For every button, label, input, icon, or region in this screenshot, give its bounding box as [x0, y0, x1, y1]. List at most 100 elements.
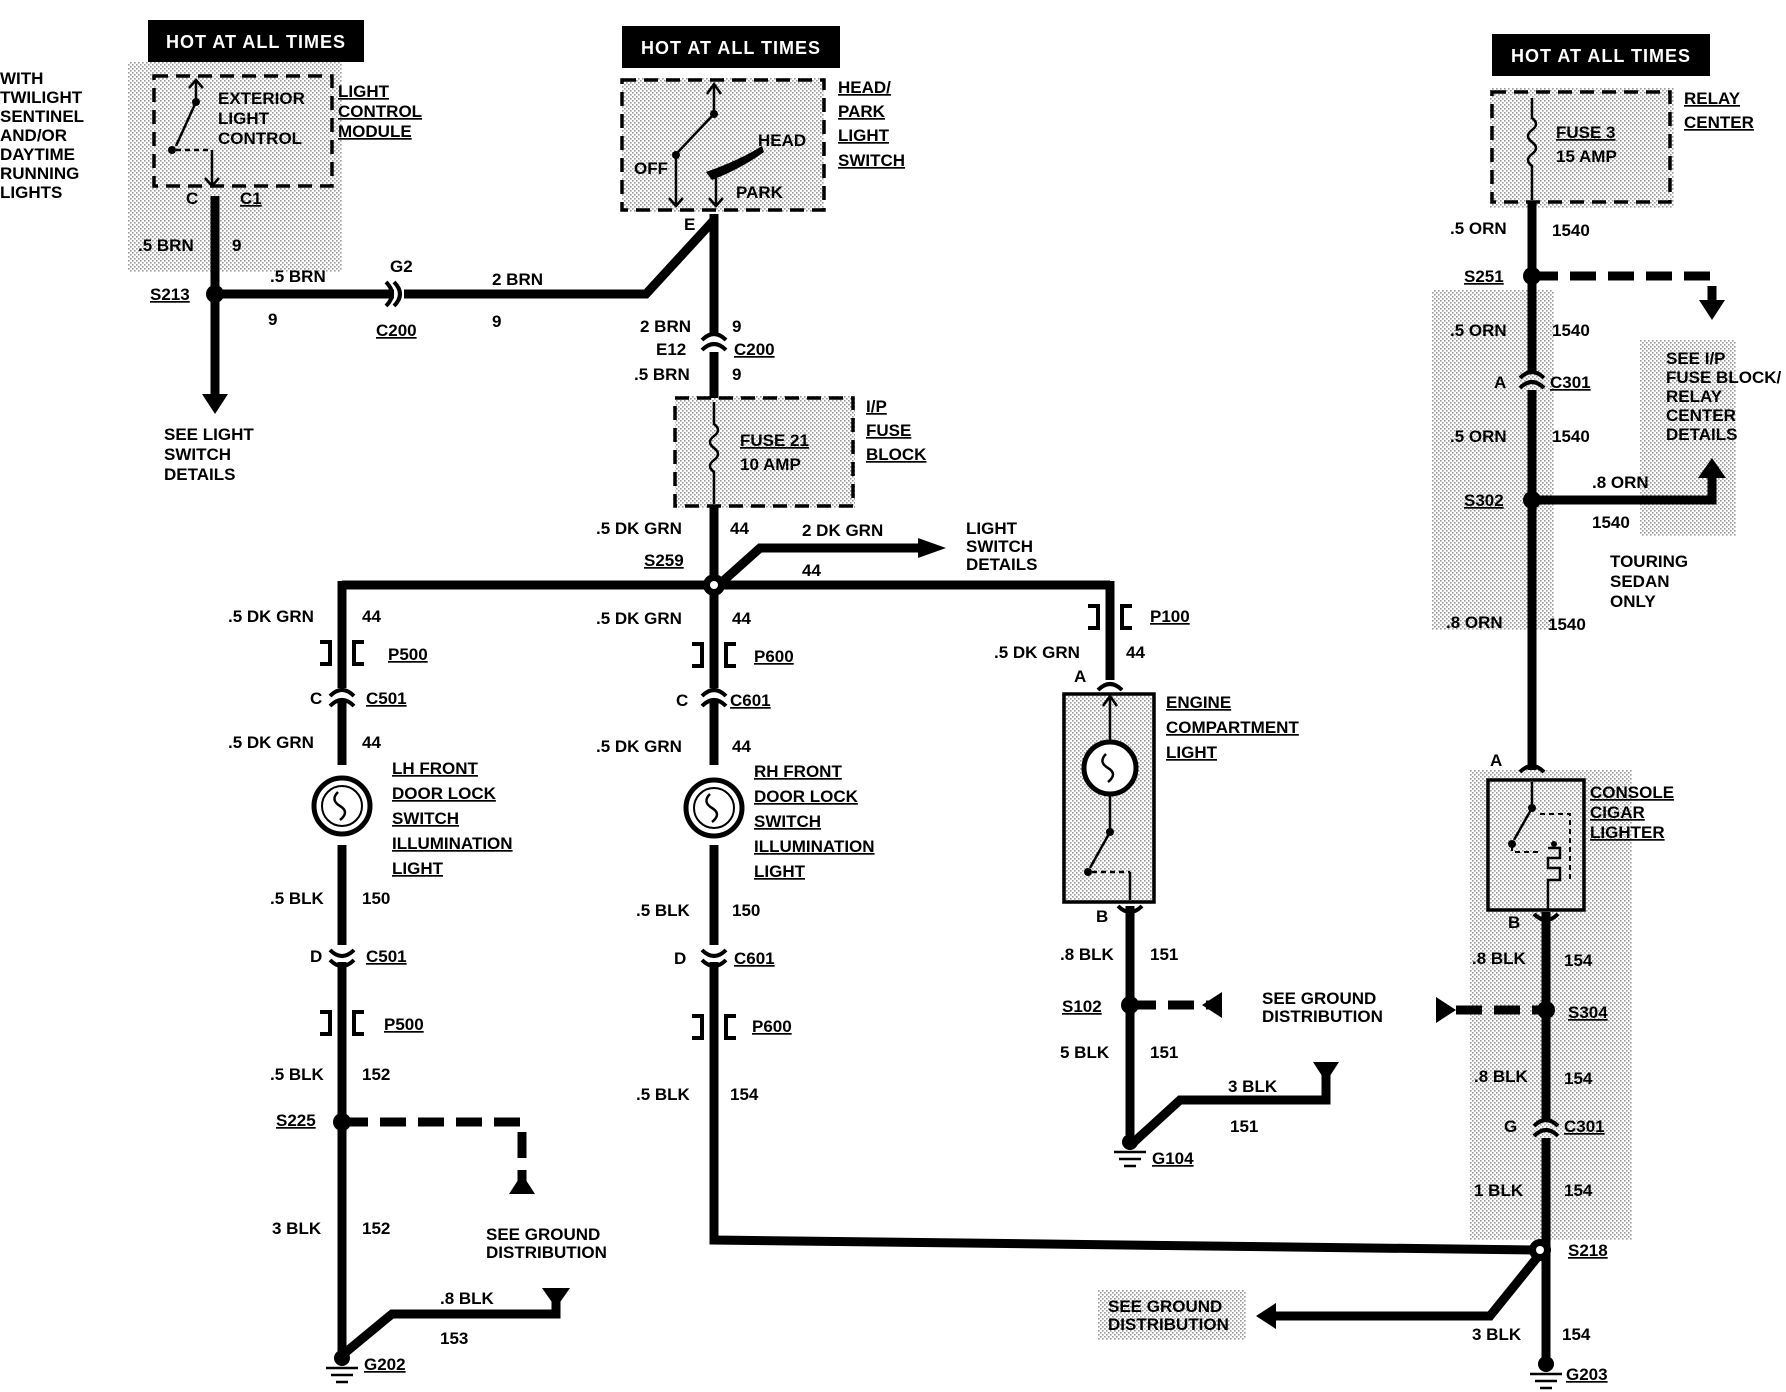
switch-park-label: PARK — [736, 183, 784, 202]
svg-text:LIGHT: LIGHT — [392, 859, 444, 878]
svg-text:DOOR LOCK: DOOR LOCK — [754, 787, 859, 806]
svg-text:3 BLK: 3 BLK — [1228, 1077, 1278, 1096]
svg-text:LIGHT: LIGHT — [966, 519, 1018, 538]
splice-labels: S213 S259 S225 S102 S251 S302 S304 S218 — [150, 267, 1608, 1260]
svg-text:.8 BLK: .8 BLK — [1474, 1067, 1529, 1086]
ground-g104 — [1114, 1134, 1146, 1168]
svg-text:RELAY: RELAY — [1684, 89, 1741, 108]
see-ip-fuse-note: SEE I/P FUSE BLOCK/ RELAY CENTER DETAILS — [1666, 349, 1782, 444]
hot-header-2-text: HOT AT ALL TIMES — [641, 38, 821, 58]
svg-text:C501: C501 — [366, 947, 407, 966]
svg-text:C501: C501 — [366, 689, 407, 708]
svg-text:.8 BLK: .8 BLK — [1060, 945, 1115, 964]
wire-s251-ip-fuse — [1532, 271, 1717, 300]
svg-text:DETAILS: DETAILS — [1666, 425, 1737, 444]
svg-text:LIGHT: LIGHT — [754, 862, 806, 881]
svg-text:2 BRN: 2 BRN — [640, 317, 691, 336]
svg-text:SWITCH: SWITCH — [838, 151, 905, 170]
rh-door-lock-lamp — [683, 777, 745, 839]
exterior-light-control-box — [152, 74, 334, 188]
svg-text:TWILIGHT: TWILIGHT — [0, 88, 83, 107]
svg-text:S225: S225 — [276, 1111, 316, 1130]
svg-text:SWITCH: SWITCH — [164, 445, 231, 464]
svg-text:S102: S102 — [1062, 997, 1102, 1016]
svg-text:153: 153 — [440, 1329, 468, 1348]
svg-text:.8 ORN: .8 ORN — [1446, 613, 1503, 632]
wire-s225-ground-dist — [342, 1117, 527, 1182]
svg-text:LH FRONT: LH FRONT — [392, 759, 479, 778]
arrow-ground-dist-1 — [509, 1174, 535, 1194]
svg-text:G202: G202 — [364, 1355, 406, 1374]
ground-dist-note-1: SEE GROUND DISTRIBUTION — [486, 1225, 607, 1262]
svg-text:.5 DK GRN: .5 DK GRN — [228, 733, 314, 752]
svg-text:.5 BLK: .5 BLK — [636, 901, 691, 920]
svg-text:.5 BLK: .5 BLK — [270, 1065, 325, 1084]
svg-text:ONLY: ONLY — [1610, 592, 1656, 611]
svg-text:9: 9 — [268, 310, 277, 329]
svg-text:C601: C601 — [730, 691, 771, 710]
svg-text:SENTINEL: SENTINEL — [0, 107, 84, 126]
svg-text:44: 44 — [802, 561, 821, 580]
svg-text:.5 DK GRN: .5 DK GRN — [596, 609, 682, 628]
svg-text:A: A — [1494, 373, 1506, 392]
switch-head-label: HEAD — [758, 131, 806, 150]
svg-text:152: 152 — [362, 1219, 390, 1238]
svg-text:D: D — [674, 949, 686, 968]
svg-text:C301: C301 — [1564, 1117, 1605, 1136]
svg-text:2 DK GRN: 2 DK GRN — [802, 521, 883, 540]
svg-text:.5 DK GRN: .5 DK GRN — [228, 607, 314, 626]
cigar-lighter-symbol — [1508, 782, 1571, 910]
ground-g203 — [1530, 1356, 1562, 1390]
twilight-note: WITH TWILIGHT SENTINEL AND/OR DAYTIME RU… — [0, 69, 84, 202]
svg-text:2 BRN: 2 BRN — [492, 270, 543, 289]
connector-p600-top — [692, 642, 736, 668]
svg-text:CENTER: CENTER — [1666, 406, 1736, 425]
lh-light-label: LH FRONT DOOR LOCK SWITCH ILLUMINATION L… — [392, 759, 513, 878]
svg-text:ENGINE: ENGINE — [1166, 693, 1231, 712]
svg-text:E12: E12 — [656, 340, 686, 359]
svg-text:.8 ORN: .8 ORN — [1592, 473, 1649, 492]
svg-text:SEE GROUND: SEE GROUND — [486, 1225, 600, 1244]
svg-text:EXTERIOR: EXTERIOR — [218, 89, 305, 108]
svg-text:SEDAN: SEDAN — [1610, 572, 1670, 591]
fuse21-label: FUSE 21 10 AMP — [740, 431, 809, 474]
svg-text:B: B — [1096, 907, 1108, 926]
svg-text:1 BLK: 1 BLK — [1474, 1181, 1524, 1200]
connector-cigar-b — [1532, 912, 1560, 922]
svg-text:SEE GROUND: SEE GROUND — [1108, 1297, 1222, 1316]
svg-text:P500: P500 — [388, 645, 428, 664]
exterior-light-control-label: EXTERIOR LIGHT CONTROL — [218, 89, 305, 148]
connector-p100 — [1088, 604, 1132, 630]
light-control-module-label: LIGHT CONTROL MODULE — [338, 82, 422, 141]
arrow-153 — [542, 1288, 570, 1308]
svg-text:150: 150 — [362, 889, 390, 908]
svg-text:DETAILS: DETAILS — [164, 465, 235, 484]
ground-dist-note-2: SEE GROUND DISTRIBUTION — [1262, 989, 1383, 1026]
svg-text:S304: S304 — [1568, 1003, 1608, 1022]
svg-text:44: 44 — [732, 737, 751, 756]
shade-head-park — [622, 78, 824, 212]
svg-text:9: 9 — [492, 312, 501, 331]
svg-text:S251: S251 — [1464, 267, 1504, 286]
svg-text:SEE I/P: SEE I/P — [1666, 349, 1726, 368]
arrow-s302 — [1698, 458, 1726, 478]
hot-header-1-text: HOT AT ALL TIMES — [166, 32, 346, 52]
svg-text:P600: P600 — [752, 1017, 792, 1036]
svg-text:P100: P100 — [1150, 607, 1190, 626]
svg-text:.5 DK GRN: .5 DK GRN — [596, 737, 682, 756]
svg-text:FUSE 3: FUSE 3 — [1556, 123, 1616, 142]
svg-text:9: 9 — [732, 317, 741, 336]
svg-text:1540: 1540 — [1552, 221, 1590, 240]
connector-labels: C C1 G2 C200 E E12 C200 P500 C C501 D C5… — [186, 189, 1605, 1136]
splice-s225 — [333, 1113, 351, 1131]
svg-text:10 AMP: 10 AMP — [740, 455, 801, 474]
svg-text:CONSOLE: CONSOLE — [1590, 783, 1674, 802]
svg-text:ILLUMINATION: ILLUMINATION — [754, 837, 875, 856]
svg-text:15 AMP: 15 AMP — [1556, 147, 1617, 166]
head-park-switch-symbol — [668, 81, 764, 208]
hot-header-3-text: HOT AT ALL TIMES — [1511, 46, 1691, 66]
svg-text:SEE GROUND: SEE GROUND — [1262, 989, 1376, 1008]
svg-text:LIGHT: LIGHT — [218, 109, 270, 128]
svg-text:SWITCH: SWITCH — [754, 812, 821, 831]
svg-text:AND/OR: AND/OR — [0, 126, 67, 145]
